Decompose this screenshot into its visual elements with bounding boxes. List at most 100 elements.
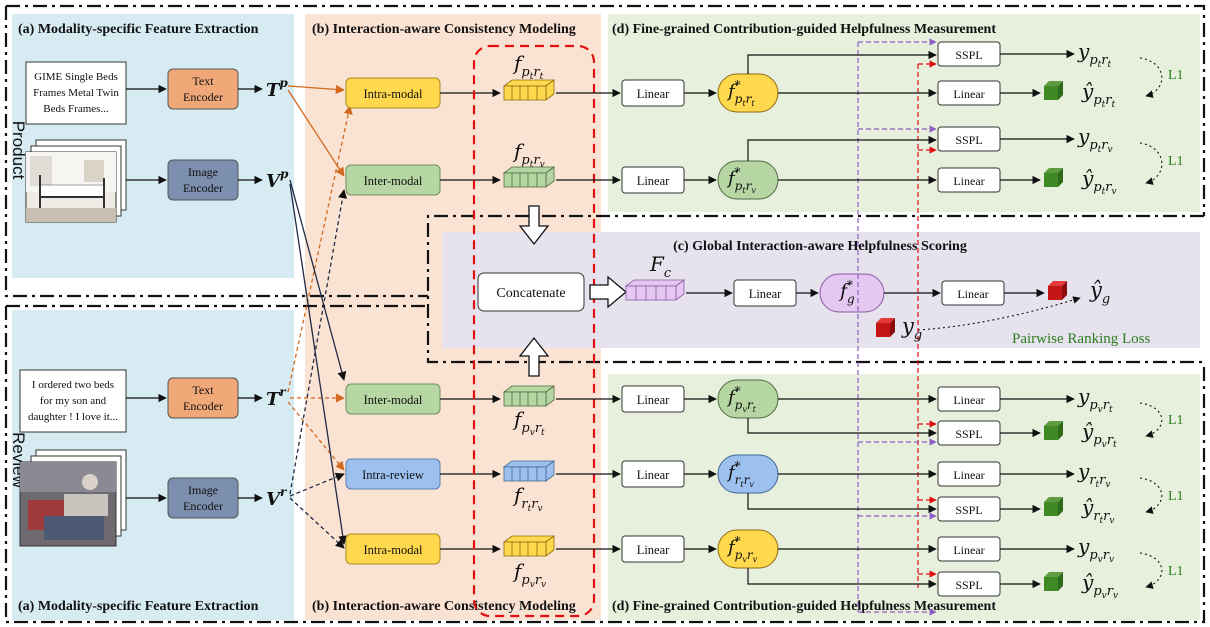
linear-label: Linear (637, 87, 670, 101)
sspl-label: SSPL (955, 578, 982, 592)
fstar-pvrv-label: f*pvrv (726, 534, 758, 564)
y-pvrt: ypvrt (1077, 384, 1113, 415)
encoder-label: Image (188, 165, 218, 179)
encoder-label: Encoder (183, 399, 223, 413)
l1-label: L1 (1168, 68, 1184, 83)
fstar-pvrt-label: f*pvrt (726, 384, 757, 414)
encoder-label: Encoder (183, 90, 223, 104)
pairwise-ranking-loss-label: Pairwise Ranking Loss (1012, 331, 1150, 347)
yhat-ptrv: ŷptrv (1081, 166, 1117, 197)
panel-a-title-top: (a) Modality-specific Feature Extraction (18, 22, 259, 37)
feature-block-ptrt (502, 79, 556, 101)
linear-label: Linear (953, 174, 984, 188)
feature-label-fc: Fc (649, 252, 672, 281)
product-outline (6, 4, 1206, 216)
feature-block-pvrv (502, 535, 556, 557)
yhat-ptrt: ŷptrt (1081, 79, 1115, 110)
product-text-line: Frames Metal Twin (33, 87, 119, 99)
down-block-arrow (518, 205, 550, 246)
module-label: Intra-modal (363, 543, 423, 557)
panel-d-title-bottom: (d) Fine-grained Contribution-guided Hel… (612, 599, 996, 614)
y-g: yg (901, 314, 922, 343)
linear-label: Linear (749, 287, 782, 301)
tp-symbol: Tp (266, 76, 288, 101)
feature-block-rtrv (502, 460, 556, 482)
sspl-label: SSPL (955, 48, 982, 62)
fstar-ptrt-label: f*ptrt (726, 78, 755, 108)
product-text-input (25, 61, 127, 125)
linear-boxes-1 (621, 79, 797, 563)
fstar-rtrv-label: f*rtrv (726, 459, 754, 489)
encoder-label: Encoder (183, 181, 223, 195)
concatenate-block (477, 272, 585, 312)
concatenate-label: Concatenate (496, 286, 565, 301)
linear-label: Linear (637, 393, 670, 407)
score-cube (1044, 572, 1063, 591)
yhat-g: ŷg (1089, 278, 1110, 307)
linear-label: Linear (637, 174, 670, 188)
product-text-line: Beds Frames... (43, 103, 109, 115)
yhat-rtrv: ŷrtrv (1081, 495, 1114, 526)
module-label: Inter-modal (364, 393, 423, 407)
encoder-label: Image (188, 483, 218, 497)
linear-label: Linear (957, 287, 988, 301)
product-label: Product (9, 121, 28, 180)
linear-label: Linear (637, 468, 670, 482)
y-ptrt: yptrt (1077, 39, 1111, 70)
score-cube (1044, 421, 1063, 440)
panel-d-top (608, 14, 1200, 212)
product-text-line: GIME Single Beds (34, 71, 118, 83)
encoder-label: Text (192, 74, 214, 88)
feature-block-ptrv (502, 166, 556, 188)
module-label: Inter-modal (364, 174, 423, 188)
vp-symbol: Vp (266, 167, 289, 192)
panel-a-title-bottom: (a) Modality-specific Feature Extraction (18, 599, 259, 614)
score-cube (1044, 81, 1063, 100)
sspl-label: SSPL (955, 427, 982, 441)
review-text-line: I ordered two beds (32, 379, 114, 391)
l1-label: L1 (1168, 413, 1184, 428)
review-image (19, 449, 127, 547)
panel-b-title-top: (b) Interaction-aware Consistency Modeli… (312, 22, 576, 37)
y-ptrv: yptrv (1077, 124, 1113, 155)
feature-block-fc (624, 279, 686, 301)
sspl-label: SSPL (955, 503, 982, 517)
yhat-pvrt: ŷpvrt (1081, 419, 1117, 450)
product-image (25, 139, 127, 223)
fstar-ptrv-label: f*ptrv (726, 165, 756, 195)
linear-label: Linear (953, 393, 984, 407)
panel-d-title-top: (d) Fine-grained Contribution-guided Hel… (612, 22, 996, 37)
panel-c-title: (c) Global Interaction-aware Helpfulness… (673, 239, 967, 254)
review-text-line: for my son and (40, 395, 107, 407)
score-cube-global (1048, 281, 1067, 300)
score-cube-target (876, 318, 895, 337)
encoder-label: Text (192, 383, 214, 397)
tr-symbol: Tr (266, 385, 287, 410)
y-pvrv: ypvrv (1077, 534, 1114, 565)
right-block-arrow (589, 275, 628, 309)
feature-block-pvrt (502, 385, 556, 407)
module-label: Intra-review (362, 468, 424, 482)
l1-label: L1 (1168, 564, 1184, 579)
vr-symbol: Vr (266, 485, 288, 510)
up-block-arrow (518, 336, 550, 377)
linear-label: Linear (953, 468, 984, 482)
yhat-pvrv: ŷpvrv (1081, 570, 1118, 601)
module-label: Intra-modal (363, 87, 423, 101)
feature-group-outline (472, 44, 596, 618)
panel-d-bottom (608, 374, 1200, 620)
linear-label: Linear (953, 543, 984, 557)
score-cube (1044, 168, 1063, 187)
panel-b-title-bottom: (b) Interaction-aware Consistency Modeli… (312, 599, 576, 614)
sspl-label: SSPL (955, 133, 982, 147)
linear-label: Linear (637, 543, 670, 557)
linear-label: Linear (953, 87, 984, 101)
fstar-g-label: f*g (838, 278, 855, 306)
l1-label: L1 (1168, 489, 1184, 504)
pairwise-curve (917, 296, 1081, 331)
review-text-line: daughter ! I love it... (28, 411, 118, 423)
l1-label: L1 (1168, 154, 1184, 169)
encoder-label: Encoder (183, 499, 223, 513)
review-text-input (19, 369, 127, 433)
